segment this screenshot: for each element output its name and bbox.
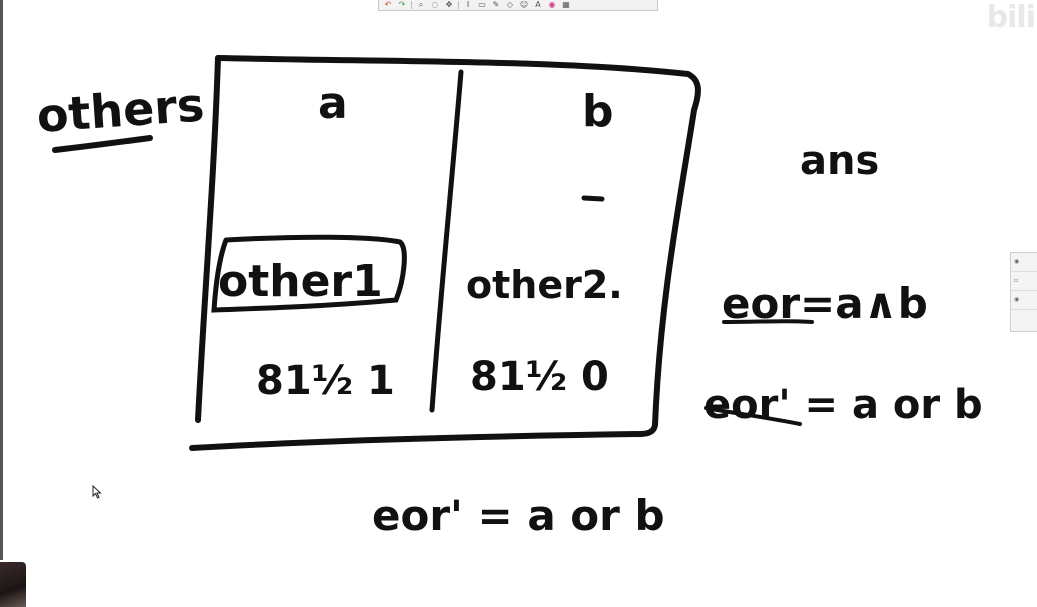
- cell-b-other: other2.: [466, 263, 623, 307]
- highlight-box: [211, 234, 407, 313]
- watermark-logo: bili: [986, 0, 1036, 35]
- cell-a-value: 81½ 1: [256, 358, 395, 404]
- webcam-thumbnail: [0, 562, 26, 607]
- eor-prime-underline: [704, 406, 802, 426]
- others-label: others: [35, 77, 206, 143]
- table-left-border: [195, 55, 221, 423]
- zoom-icon[interactable]: ⌕: [418, 1, 424, 9]
- eor-underline: [722, 319, 814, 324]
- layer-row[interactable]: ◉: [1011, 291, 1037, 310]
- pen-icon[interactable]: ✎: [492, 1, 500, 9]
- eraser-icon[interactable]: ▭: [478, 1, 486, 9]
- color-icon[interactable]: ◉: [548, 1, 556, 9]
- column-divider: [429, 69, 464, 413]
- mouse-cursor-icon: [92, 485, 102, 499]
- layer-row[interactable]: ◉: [1011, 253, 1037, 272]
- table-border: [189, 55, 701, 451]
- text-icon[interactable]: I: [466, 1, 470, 9]
- equation-or-right: eor' = a or b: [704, 382, 983, 428]
- layer-row[interactable]: ▫: [1011, 272, 1037, 291]
- grid-icon[interactable]: ▦: [562, 1, 570, 9]
- move-icon[interactable]: ✥: [445, 1, 453, 9]
- toolbar-separator: [411, 1, 412, 9]
- ans-note: ans: [800, 138, 879, 184]
- equation-and: eor=a∧b: [722, 279, 928, 328]
- toolbar-separator: [458, 1, 459, 9]
- cell-b-value: 81½ 0: [470, 354, 609, 400]
- cell-a-other: other1: [218, 256, 383, 307]
- stamp-icon[interactable]: ☺: [519, 1, 529, 9]
- dash-mark: [581, 195, 605, 202]
- equation-or-bottom: eor' = a or b: [372, 491, 665, 540]
- font-icon[interactable]: A: [535, 1, 541, 9]
- drawing-toolbar: ↶ ↷ ⌕ ◌ ✥ I ▭ ✎ ◇ ☺ A ◉ ▦: [378, 0, 658, 11]
- undo-icon[interactable]: ↶: [384, 1, 392, 9]
- column-a-header: a: [318, 78, 348, 129]
- window-edge: [0, 0, 3, 560]
- column-b-header: b: [582, 86, 614, 137]
- layers-panel[interactable]: ◉ ▫ ◉: [1010, 252, 1037, 332]
- lasso-icon[interactable]: ◌: [431, 1, 439, 9]
- others-underline: [52, 135, 153, 153]
- shape-icon[interactable]: ◇: [506, 1, 514, 9]
- redo-icon[interactable]: ↷: [398, 1, 406, 9]
